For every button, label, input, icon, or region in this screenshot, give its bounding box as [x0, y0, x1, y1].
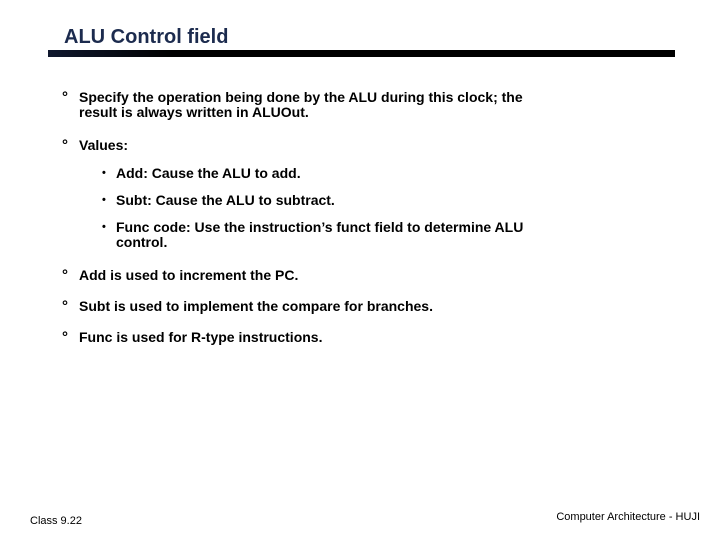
bullet-item-func-rtype: ° Func is used for R-type instructions. [62, 329, 662, 346]
slide-title: ALU Control field [64, 26, 229, 48]
slide-body: ° Specify the operation being done by th… [62, 90, 662, 346]
bullet-text: Values: [79, 137, 129, 153]
bullet-text: Func code: Use the instruction’s funct f… [116, 219, 524, 250]
bullet-text: Subt is used to implement the compare fo… [79, 298, 433, 314]
dot-bullet-icon: • [102, 167, 106, 179]
footer-class-number: Class 9.22 [30, 515, 82, 527]
degree-bullet-icon: ° [62, 137, 68, 154]
bullet-item-add-pc: ° Add is used to increment the PC. [62, 267, 662, 284]
degree-bullet-icon: ° [62, 329, 68, 346]
bullet-text: Add: Cause the ALU to add. [116, 165, 301, 181]
bullet-text: Add is used to increment the PC. [79, 267, 299, 283]
bullet-item-specify: ° Specify the operation being done by th… [62, 90, 662, 120]
bullet-text: Func is used for R-type instructions. [79, 329, 323, 345]
degree-bullet-icon: ° [62, 298, 68, 315]
bullet-item-values: ° Values: [62, 137, 662, 154]
bullet-text: Specify the operation being done by the … [79, 89, 523, 120]
sub-bullet-item-subt: • Subt: Cause the ALU to subtract. [62, 193, 662, 208]
bullet-text: Subt: Cause the ALU to subtract. [116, 192, 335, 208]
sub-bullet-item-add: • Add: Cause the ALU to add. [62, 166, 662, 181]
title-underline-rule [48, 50, 675, 57]
dot-bullet-icon: • [102, 194, 106, 206]
bullet-item-subt-branches: ° Subt is used to implement the compare … [62, 298, 662, 315]
degree-bullet-icon: ° [62, 89, 68, 106]
footer-course-name: Computer Architecture - HUJI [556, 511, 700, 523]
degree-bullet-icon: ° [62, 267, 68, 284]
sub-bullet-item-func-code: • Func code: Use the instruction’s funct… [62, 220, 662, 250]
dot-bullet-icon: • [102, 221, 106, 233]
